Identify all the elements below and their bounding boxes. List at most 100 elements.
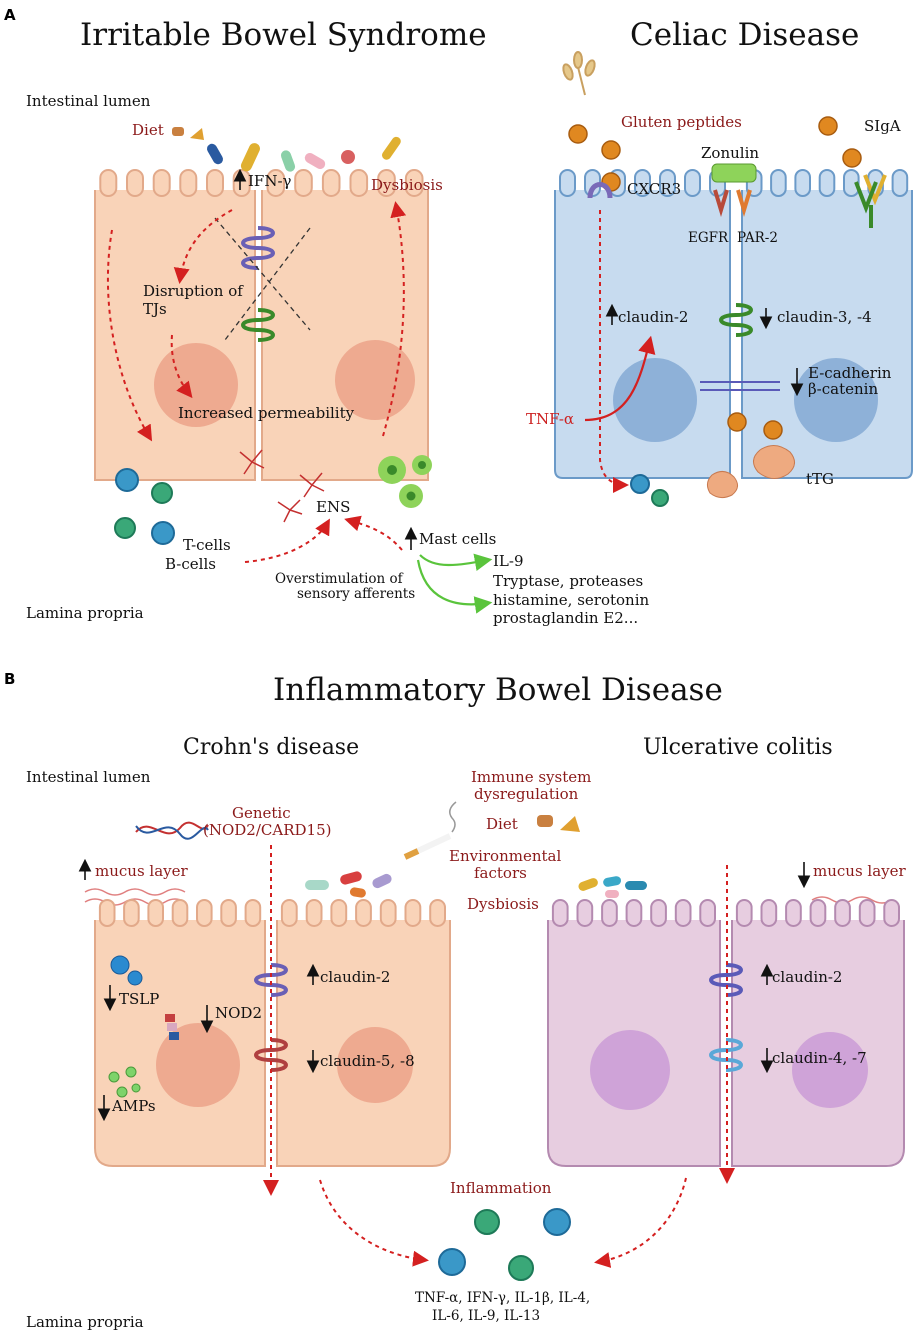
ibs-overstim-line1: Overstimulation of — [275, 571, 404, 587]
celiac-siga-label: SIgA — [864, 117, 901, 135]
nod2-protein-icon — [165, 1014, 179, 1040]
ibd-immune-line1: Immune system — [471, 768, 591, 786]
ibd-cytokines-line1: TNF-α, IFN-γ, IL-1β, IL-4, — [415, 1290, 590, 1306]
tslp-icon — [110, 955, 143, 986]
celiac-claudin34-label: claudin-3, -4 — [777, 308, 872, 326]
ibs-tight-junction-protein-bottom — [241, 308, 275, 342]
siga-antibody-icon — [854, 174, 887, 228]
ibd-lamina-label: Lamina propria — [26, 1313, 144, 1331]
mast-cell-icons — [378, 455, 432, 508]
crohn-nucleus-right — [337, 1027, 413, 1103]
microvillus — [601, 899, 618, 927]
ibd-cytokines-line2: IL-6, IL-9, IL-13 — [432, 1308, 540, 1324]
microvillus — [735, 899, 753, 927]
crohn-tj-protein-bottom — [254, 1038, 288, 1072]
zonulin-icon — [711, 163, 757, 183]
uc-nucleus-right — [792, 1032, 868, 1108]
microvillus — [674, 899, 692, 927]
ttg-enzyme-icon — [706, 445, 795, 499]
microvillus — [883, 899, 900, 927]
uc-title: Ulcerative colitis — [643, 735, 833, 760]
ibs-mast-label: Mast cells — [419, 530, 496, 548]
ibs-lumen-label: Intestinal lumen — [26, 92, 151, 110]
crohn-to-inflammation-arrow — [319, 1179, 429, 1267]
crohn-genetic-line2: (NOD2/CARD15) — [203, 821, 331, 839]
uc-tj-protein-bottom — [709, 1038, 743, 1072]
ibs-nucleus-left — [154, 343, 238, 427]
tcells-to-ens-arrow — [244, 518, 330, 563]
ibd-env-line2: factors — [474, 864, 527, 882]
microvillus — [379, 899, 397, 927]
microvillus — [659, 169, 676, 197]
microvillus — [179, 169, 198, 197]
celiac-par2-label: PAR-2 — [737, 230, 778, 246]
ibs-il9-label: IL-9 — [493, 552, 524, 570]
microvillus — [858, 899, 876, 927]
ibs-nucleus-right — [335, 340, 415, 420]
crohn-title: Crohn's disease — [183, 735, 359, 760]
ibs-dysbiosis-label: Dysbiosis — [371, 176, 443, 194]
panel-b-letter: B — [4, 670, 15, 688]
microvillus — [404, 169, 424, 197]
microvillus — [294, 169, 313, 197]
mast-to-il9-arrow — [419, 553, 493, 571]
uc-claudin47-label: claudin-4, -7 — [772, 1049, 867, 1067]
microvillus — [244, 899, 262, 927]
microvillus — [305, 899, 323, 927]
microvillus — [684, 169, 701, 197]
microvillus — [818, 169, 836, 197]
ibd-diet-label: Diet — [486, 815, 518, 833]
ibs-ens-label: ENS — [316, 498, 350, 516]
uc-bacteria-icons — [578, 876, 647, 898]
panel-a-letter: A — [4, 6, 16, 24]
microvillus — [891, 169, 909, 197]
microvillus — [559, 169, 576, 197]
microvillus — [404, 899, 422, 927]
uc-tj-protein-top — [709, 963, 743, 997]
microvillus — [576, 899, 594, 927]
microvillus — [760, 899, 778, 927]
microvillus — [123, 899, 140, 927]
celiac-tj-protein — [719, 303, 753, 337]
celiac-tnf-label: TNF-α — [526, 410, 574, 428]
ibs-epithelial-cell-right — [261, 190, 429, 481]
ibs-ifn-label: IFN-γ — [248, 172, 292, 190]
crohn-claudin58-label: claudin-5, -8 — [320, 1052, 415, 1070]
ibs-bacteria-icons — [207, 136, 401, 172]
crohn-microvilli — [98, 899, 447, 927]
mast-to-mediators-arrow — [416, 559, 493, 614]
ibs-microvilli — [99, 169, 424, 197]
ibd-inflammation-label: Inflammation — [450, 1179, 552, 1197]
microvillus — [98, 899, 116, 927]
microvillus — [349, 169, 369, 197]
ibs-disruption-line1: Disruption of — [143, 282, 244, 300]
microvillus — [834, 899, 851, 927]
microvillus — [266, 169, 286, 197]
uc-nucleus-left — [590, 1030, 670, 1110]
ibs-permeability-arrow — [170, 334, 193, 399]
ibs-tight-junction-protein-top — [241, 226, 275, 270]
microvillus — [429, 899, 447, 927]
microvillus — [171, 899, 189, 927]
dna-helix-icon — [135, 821, 209, 840]
ibs-disruption-line2: TJs — [143, 300, 167, 318]
crohn-nucleus-left — [156, 1023, 240, 1107]
uc-microvilli — [551, 899, 900, 927]
tnf-to-claudin2-arrow — [584, 335, 656, 422]
diet-food-icon — [172, 127, 204, 140]
ibs-bcells-label: B-cells — [165, 555, 216, 573]
crohn-lumen-label: Intestinal lumen — [26, 768, 151, 786]
ibs-epithelial-cell-left — [94, 190, 256, 481]
ibs-tj-disruption-cross-a — [214, 217, 311, 331]
microvillus — [650, 899, 667, 927]
microvillus — [634, 169, 651, 197]
celiac-immune-cells — [630, 474, 669, 507]
microvillus — [196, 899, 213, 927]
ibs-tcells-label: T-cells — [183, 536, 231, 554]
celiac-cxcr3-label: CXCR3 — [627, 180, 681, 198]
microvillus — [843, 169, 860, 197]
cxcr3-receptor-icon — [587, 182, 613, 199]
microvillus — [355, 899, 372, 927]
amps-icon — [108, 1066, 141, 1098]
